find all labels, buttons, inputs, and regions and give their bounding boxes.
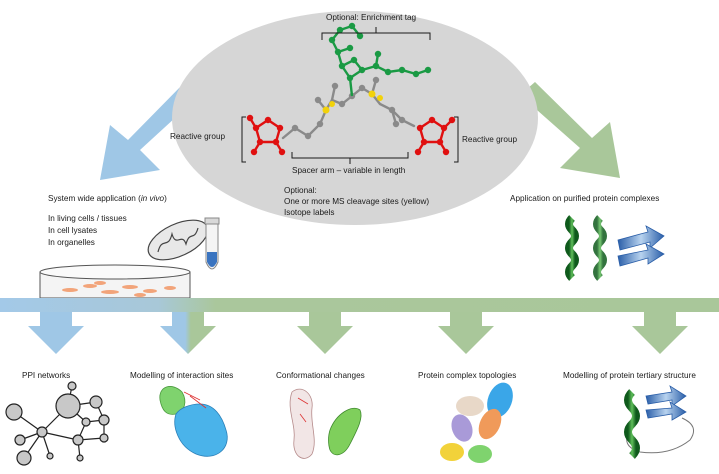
down-arrow-4 bbox=[438, 312, 494, 354]
crosslinker-molecule bbox=[246, 22, 456, 156]
application-label-tertiary: Modelling of protein tertiary structure bbox=[563, 371, 696, 380]
crosslinker-ellipse bbox=[172, 11, 538, 225]
in-vivo-item-organelles: In organelles bbox=[48, 238, 95, 247]
tertiary-structure-icon bbox=[624, 385, 695, 459]
application-label-ppi: PPI networks bbox=[22, 371, 71, 380]
reactive-group-left-label: Reactive group bbox=[170, 132, 226, 141]
sample-tube-icon bbox=[204, 217, 220, 270]
down-arrow-5 bbox=[632, 312, 688, 354]
petri-dish bbox=[39, 264, 191, 299]
optional-item-isotope: Isotope labels bbox=[284, 208, 335, 217]
down-arrows bbox=[28, 312, 688, 354]
complex-topologies-icon bbox=[440, 382, 513, 463]
conformational-changes-icon bbox=[289, 388, 362, 459]
application-label-interaction-sites: Modelling of interaction sites bbox=[130, 371, 234, 380]
right-reactive-bracket bbox=[454, 116, 459, 163]
down-arrow-3 bbox=[297, 312, 353, 354]
optional-heading: Optional: bbox=[284, 186, 317, 195]
purified-arrow bbox=[520, 82, 620, 178]
spacer-arm-label: Spacer arm – variable in length bbox=[292, 166, 406, 175]
application-label-conformational: Conformational changes bbox=[276, 371, 365, 380]
interaction-sites-icon bbox=[159, 386, 228, 457]
purified-complex-icon bbox=[565, 215, 665, 281]
left-reactive-bracket bbox=[241, 116, 246, 163]
purified-title: Application on purified protein complexe… bbox=[510, 194, 660, 203]
in-vivo-title: System wide application (in vivo) bbox=[48, 194, 167, 203]
down-arrow-1 bbox=[28, 312, 84, 354]
down-arrow-2 bbox=[160, 312, 216, 354]
reactive-group-right-label: Reactive group bbox=[462, 135, 518, 144]
application-label-topologies: Protein complex topologies bbox=[418, 371, 517, 380]
enrichment-tag-label: Optional: Enrichment tag bbox=[326, 13, 417, 22]
application-bar bbox=[0, 298, 719, 312]
in-vivo-item-lysates: In cell lysates bbox=[48, 226, 98, 235]
mitochondrion-icon bbox=[147, 219, 209, 261]
in-vivo-item-cells: In living cells / tissues bbox=[48, 214, 127, 223]
optional-item-cleavage: One or more MS cleavage sites (yellow) bbox=[284, 197, 430, 206]
